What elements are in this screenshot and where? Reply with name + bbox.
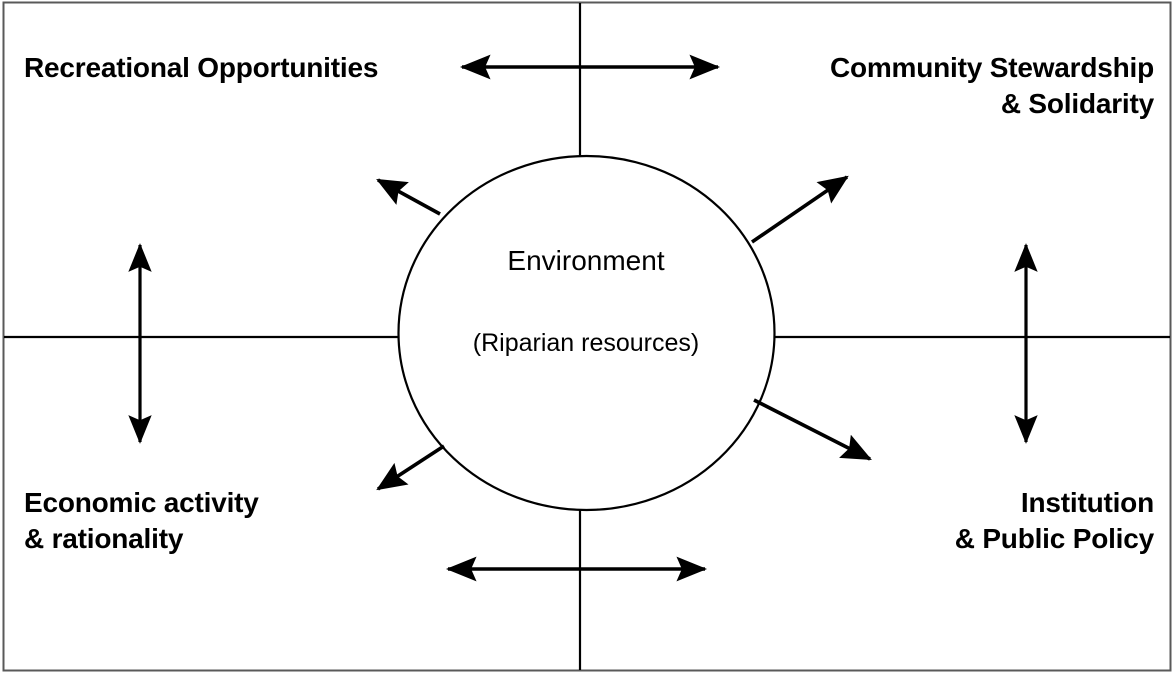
environment-circle: [397, 154, 776, 512]
center-to-bottom-left-arrow: [376, 444, 445, 491]
center-to-bottom-right-arrow: [753, 398, 872, 461]
quadrant-label-economic-activity: Economic activity & rationality: [24, 487, 259, 554]
center-circle-subtitle: (Riparian resources): [472, 329, 700, 357]
quadrant-label-recreational-opportunities: Recreational Opportunities: [24, 52, 379, 83]
center-circle-title: Environment: [507, 245, 665, 276]
center-to-top-left-arrow: [376, 178, 441, 216]
quadrant-label-community-stewardship: Community Stewardship & Solidarity: [829, 52, 1154, 119]
quadrant-label-institution-public-policy: Institution & Public Policy: [954, 487, 1154, 554]
center-to-top-right-arrow: [750, 175, 849, 244]
